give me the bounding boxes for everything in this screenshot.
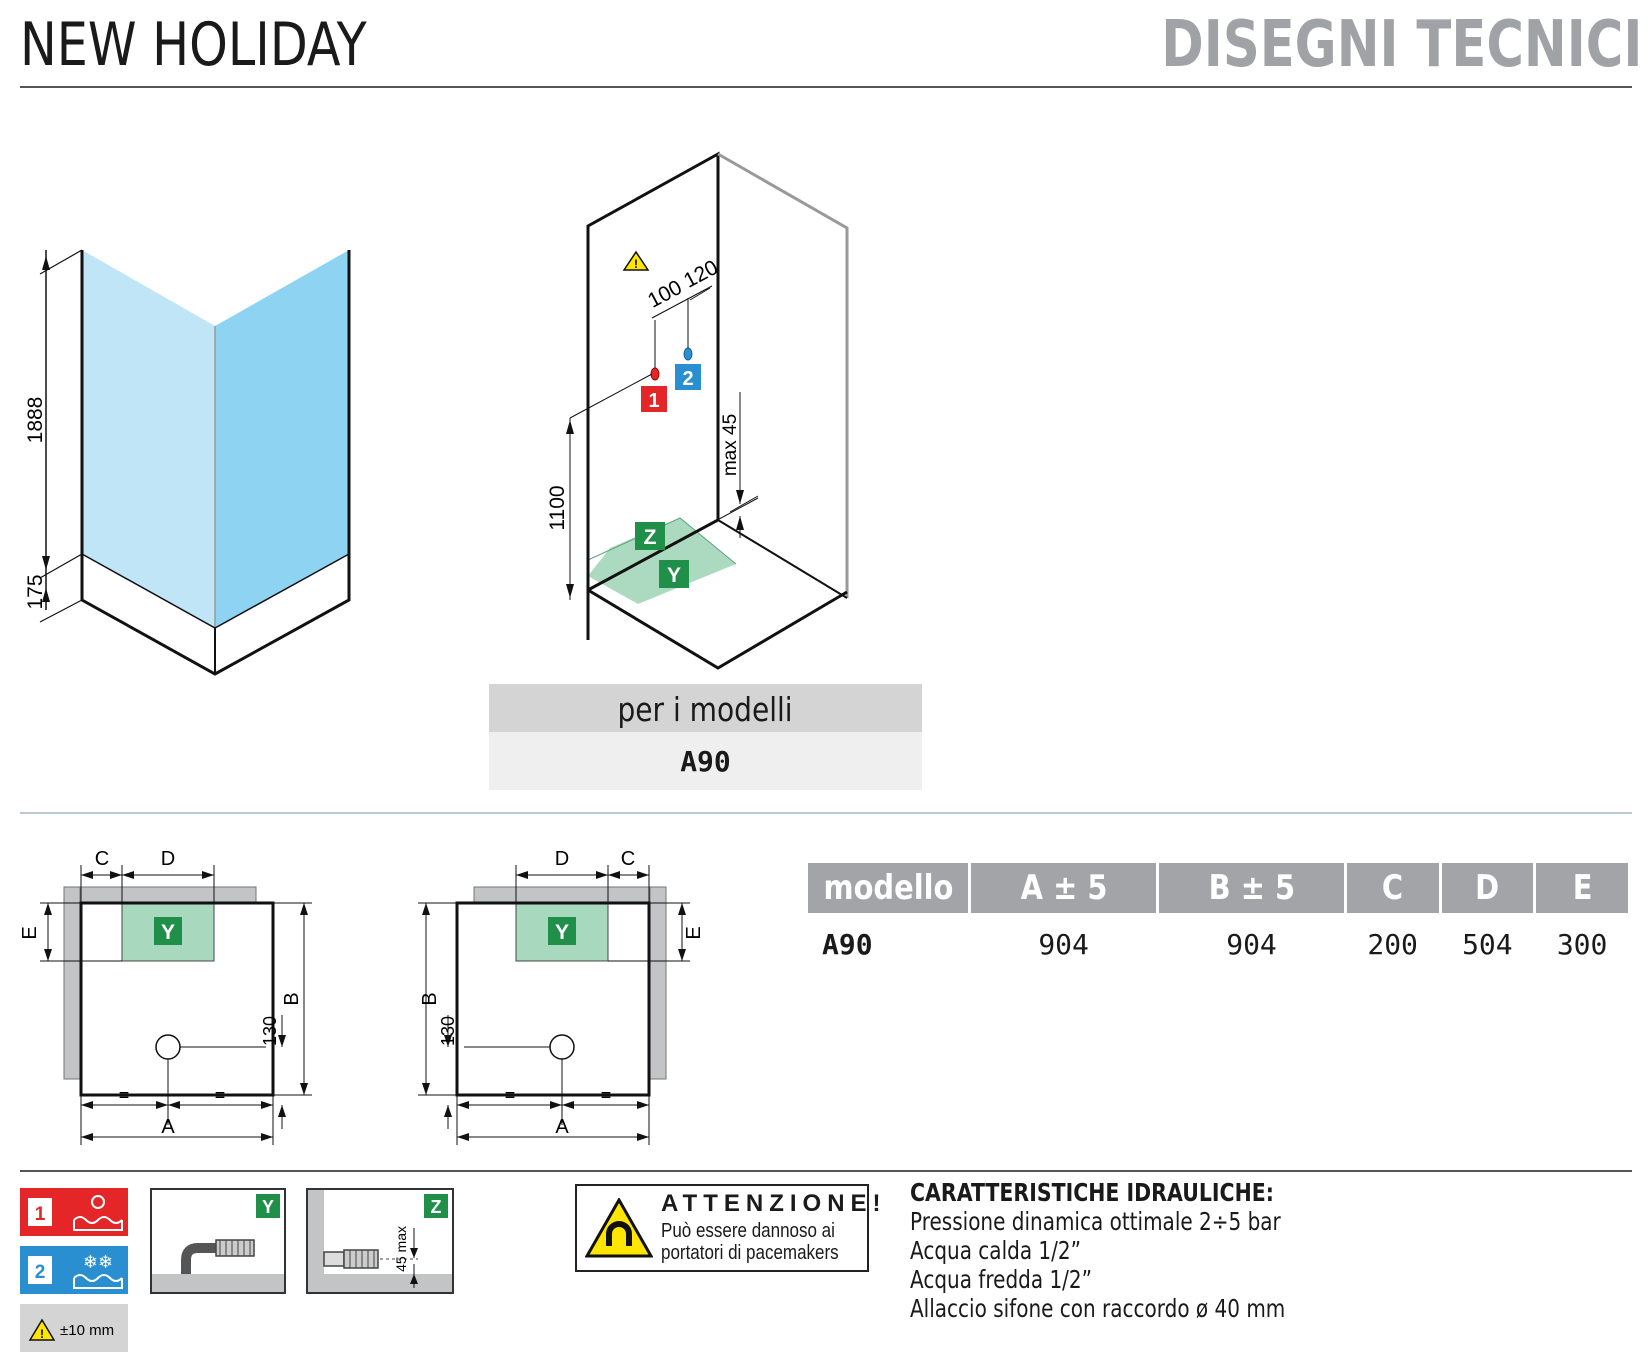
snowflake-icon: ❄❄	[83, 1252, 113, 1272]
y-label-badge	[659, 560, 689, 588]
svg-text:!: !	[40, 1327, 44, 1341]
cell-a: 904	[1038, 927, 1089, 961]
hot-inlet-point	[650, 367, 660, 381]
col-header-b: B ± 5	[1159, 863, 1344, 913]
straight-pipe-icon	[323, 1251, 345, 1267]
hydraulic-line: Acqua fredda 1/2”	[910, 1265, 1092, 1294]
svg-text:C: C	[621, 848, 635, 870]
dim-c-label: C	[95, 848, 109, 870]
cell-e: 300	[1556, 927, 1608, 961]
cell-b: 904	[1226, 927, 1277, 961]
plan-view-right: Y D C E B 130 = = A	[418, 848, 705, 1145]
svg-text:2: 2	[682, 368, 693, 390]
footer-divider	[20, 1170, 1632, 1172]
svg-text:E: E	[683, 926, 705, 939]
warning-line-2: portatori di pacemakers	[661, 1242, 839, 1264]
elevation-drawing: 1888 175	[24, 249, 351, 676]
svg-text:!: !	[634, 257, 638, 271]
svg-text:=: =	[215, 1085, 226, 1105]
caution-icon	[28, 1318, 56, 1341]
svg-text:Y: Y	[262, 1197, 274, 1217]
elbow-pipe-icon	[181, 1243, 218, 1274]
col-header-model: modello	[808, 863, 968, 913]
hydraulic-title: CARATTERISTICHE IDRAULICHE:	[910, 1178, 1274, 1207]
svg-text:=: =	[119, 1085, 130, 1105]
cold-label-badge	[675, 364, 701, 390]
legend-z-drain: Z 45 max	[306, 1188, 454, 1294]
svg-text:130: 130	[438, 1016, 458, 1046]
tray-outline-left	[79, 901, 275, 1097]
dim-b-label: B	[281, 992, 303, 1005]
sun-icon	[91, 1195, 105, 1209]
svg-text:Y: Y	[667, 564, 681, 587]
svg-text:Y: Y	[161, 921, 175, 944]
cell-c: 200	[1367, 927, 1418, 961]
glass-panel-left	[82, 250, 215, 628]
svg-text:1: 1	[35, 1204, 46, 1225]
svg-text:Y: Y	[555, 921, 569, 944]
models-box: per i modelli A90	[489, 684, 922, 790]
spec-table-header-row: modello A ± 5 B ± 5 C D E	[808, 863, 1628, 913]
water-icon	[73, 1216, 123, 1224]
dim-100: 100	[644, 276, 686, 313]
warning-title: ATTENZIONE!	[661, 1190, 887, 1217]
models-value: A90	[489, 732, 922, 790]
svg-text:B: B	[419, 992, 441, 1005]
svg-text:45 max: 45 max	[393, 1226, 409, 1272]
caution-icon	[622, 250, 650, 271]
hydraulic-line: Acqua calda 1/2”	[910, 1236, 1081, 1265]
page-title: NEW HOLIDAY	[20, 10, 367, 80]
legend-y-drain: Y	[150, 1188, 286, 1294]
col-header-d: D	[1441, 863, 1534, 913]
dim-e-label: E	[20, 926, 41, 939]
col-header-e: E	[1536, 863, 1628, 913]
cold-inlet-point	[683, 347, 693, 361]
hydraulic-line: Allaccio sifone con raccordo ø 40 mm	[910, 1294, 1286, 1323]
header-divider	[20, 86, 1632, 88]
svg-text:A: A	[555, 1116, 569, 1138]
spec-table: modello A ± 5 B ± 5 C D E A90 904 904 20…	[805, 863, 1631, 975]
warning-line-1: Può essere dannoso ai	[661, 1220, 835, 1242]
dim-d-label: D	[161, 848, 175, 870]
dim-130-label: 130	[260, 1016, 280, 1046]
svg-text:Z: Z	[644, 526, 657, 549]
col-header-a: A ± 5	[971, 863, 1157, 913]
magnet-warning-icon	[585, 1198, 653, 1258]
svg-text:D: D	[555, 848, 569, 870]
height-base-label: 175	[24, 574, 47, 609]
table-row: A90 904 904 200 504 300	[808, 913, 1628, 975]
cell-d: 504	[1462, 927, 1513, 961]
svg-text:1: 1	[648, 390, 659, 412]
pacemaker-warning: ATTENZIONE! Può essere dannoso ai portat…	[575, 1184, 881, 1272]
svg-text:Z: Z	[431, 1197, 442, 1217]
isometric-drawing: 100 120 ! 1 2 1100 max 45 Z Y	[546, 151, 849, 670]
dim-max45: max 45	[720, 414, 741, 476]
section-divider	[20, 812, 1632, 814]
dim-a-label: A	[161, 1116, 175, 1138]
hydraulic-line: Pressione dinamica ottimale 2÷5 bar	[910, 1207, 1281, 1236]
models-header: per i modelli	[489, 684, 922, 732]
dim-1100: 1100	[546, 485, 569, 530]
glass-panel-right	[215, 250, 349, 628]
hot-label-badge	[641, 386, 667, 412]
svg-text:±10 mm: ±10 mm	[60, 1322, 114, 1339]
cell-model: A90	[822, 927, 873, 961]
section-title: DISEGNI TECNICI	[1160, 8, 1642, 82]
hydraulic-specs: CARATTERISTICHE IDRAULICHE: Pressione di…	[910, 1178, 1430, 1323]
height-total-label: 1888	[24, 397, 47, 444]
svg-text:=: =	[601, 1085, 612, 1105]
dim-120: 120	[680, 256, 722, 293]
plan-view-left: Y C D E B 130 = = A	[20, 848, 312, 1145]
legend-inlets: 1 2 ❄❄ ! ±10 mm	[20, 1188, 128, 1352]
svg-text:=: =	[505, 1085, 516, 1105]
svg-text:2: 2	[35, 1262, 46, 1283]
col-header-c: C	[1346, 863, 1439, 913]
z-label-badge	[635, 522, 665, 550]
drain-icon	[155, 1034, 181, 1060]
